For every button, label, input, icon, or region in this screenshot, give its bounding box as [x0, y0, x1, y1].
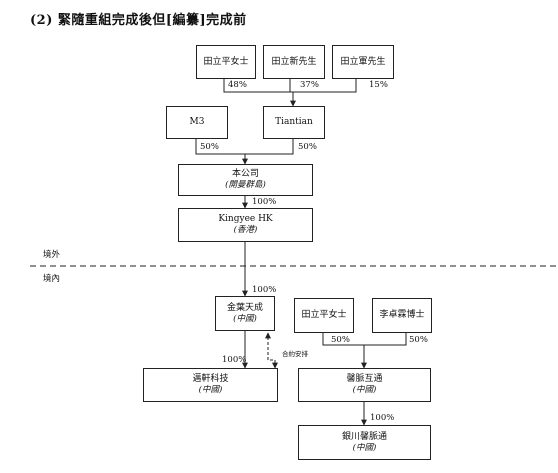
node-li-zhuolin: 李卓霖博士 — [372, 298, 432, 333]
node-label: 馨脈互通 — [346, 374, 383, 385]
node-label: Tiantian — [275, 117, 313, 128]
pct-m3: 50% — [200, 142, 219, 152]
node-label: 金葉天成 — [226, 302, 263, 313]
pct-xinmai-yinchuan: 100% — [370, 413, 395, 423]
node-kingyee-hk: Kingyee HK (香港) — [178, 208, 313, 242]
node-tian-lijun: 田立軍先生 — [332, 45, 394, 79]
pct-tiantian: 50% — [298, 142, 317, 152]
node-tian-lixin: 田立新先生 — [263, 45, 325, 79]
pct-li: 50% — [409, 335, 428, 345]
offshore-label: 境外 — [43, 250, 61, 260]
node-label: 邁軒科技 — [192, 374, 229, 385]
node-jurisdiction: (香港) — [233, 225, 258, 236]
node-label: 銀川馨脈通 — [341, 431, 387, 442]
node-label: Kingyee HK — [218, 214, 273, 225]
node-maixuan: 邁軒科技 (中國) — [143, 368, 278, 402]
section-heading: (2) 緊隨重組完成後但[編纂]完成前 — [30, 13, 247, 28]
node-yinchuan: 銀川馨脈通 (中國) — [298, 425, 431, 460]
node-label: M3 — [189, 117, 205, 128]
contractual-arrangement-label: 合約安排 — [282, 350, 308, 358]
pct-tian-onshore: 50% — [331, 335, 350, 345]
node-label: 田立平女士 — [301, 310, 347, 321]
node-label: 李卓霖博士 — [379, 310, 425, 321]
pct-15: 15% — [369, 80, 388, 90]
contractual-arrow — [265, 332, 278, 369]
pct-company-hk: 100% — [252, 197, 277, 207]
node-tiantian: Tiantian — [263, 106, 325, 139]
node-label: 本公司 — [231, 169, 259, 180]
node-jurisdiction: (中國) — [198, 385, 223, 396]
pct-hk-jinye: 100% — [252, 285, 277, 295]
node-jurisdiction: (中國) — [352, 442, 377, 453]
node-jurisdiction: (中國) — [233, 313, 257, 324]
node-m3: M3 — [166, 106, 228, 139]
pct-48: 48% — [228, 80, 247, 90]
node-jurisdiction: (開曼群島) — [225, 180, 266, 191]
node-company: 本公司 (開曼群島) — [178, 164, 313, 196]
node-jinye: 金葉天成 (中國) — [215, 296, 275, 331]
node-label: 田立新先生 — [271, 56, 317, 67]
pct-jinye-maixuan: 100% — [222, 355, 247, 365]
node-xinmai: 馨脈互通 (中國) — [298, 368, 431, 402]
node-tian-liping: 田立平女士 — [196, 45, 256, 79]
node-jurisdiction: (中國) — [352, 385, 377, 396]
onshore-label: 境內 — [43, 274, 61, 284]
node-tian-liping-onshore: 田立平女士 — [294, 298, 354, 333]
node-label: 田立平女士 — [203, 56, 249, 67]
pct-37: 37% — [300, 80, 319, 90]
node-label: 田立軍先生 — [340, 56, 386, 67]
